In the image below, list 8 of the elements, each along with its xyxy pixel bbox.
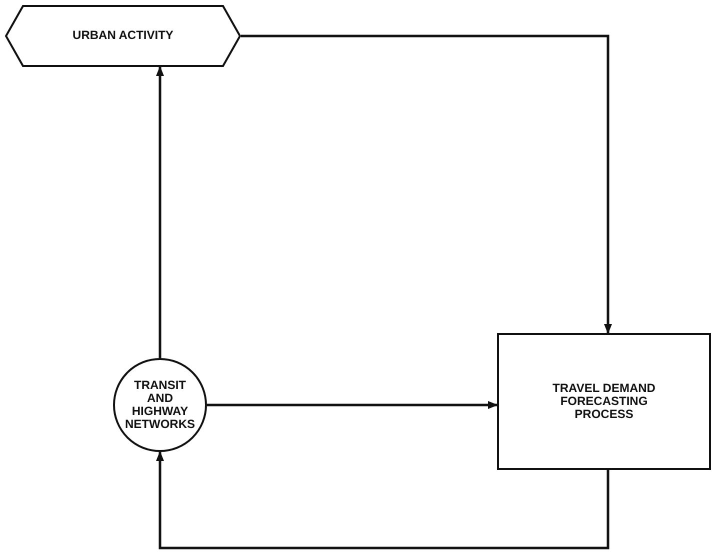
node-label: URBAN ACTIVITY bbox=[72, 29, 174, 43]
arrow bbox=[241, 34, 612, 334]
arrow bbox=[156, 66, 164, 358]
arrow bbox=[156, 451, 610, 550]
node-label: TRANSIT AND HIGHWAY NETWORKS bbox=[124, 378, 196, 432]
arrow bbox=[207, 401, 498, 409]
node-label: TRAVEL DEMAND FORECASTING PROCESS bbox=[552, 382, 656, 422]
process-box bbox=[497, 333, 711, 470]
